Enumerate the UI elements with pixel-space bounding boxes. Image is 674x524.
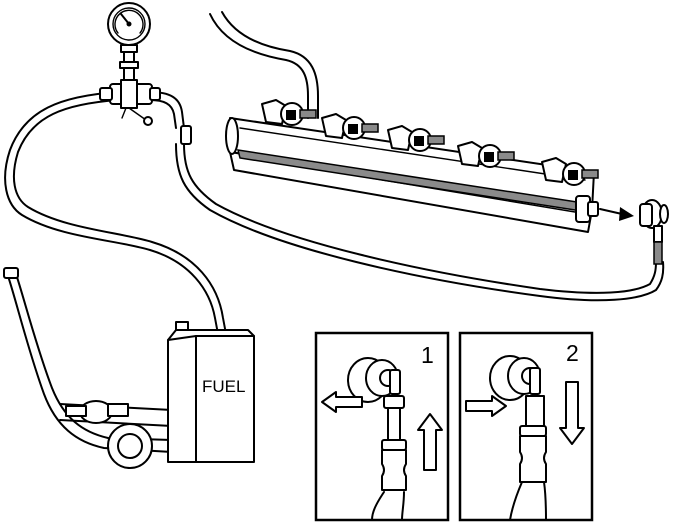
fuel-injector-icon [321,113,379,140]
step-number: 1 [421,342,434,368]
fuel-rail-icon [225,117,599,233]
supply-hose-top [209,11,319,119]
arrow-icon [321,391,363,413]
arrow-icon [417,413,443,471]
inset-step-2: 2 [458,331,594,522]
fuel-injector-icon [457,141,515,168]
fuel-injector-icon [387,125,445,152]
tank-label: FUEL [202,377,245,396]
hose-clamp [180,125,192,145]
arrow-icon [559,381,585,445]
arrow-icon [599,207,634,221]
fuel-cart-icon [3,267,173,469]
fuel-tank: FUEL [167,321,255,463]
arrow-icon [465,395,507,417]
pressure-gauge-icon [107,2,151,83]
fuel-injector-icon [541,157,599,186]
three-way-valve-icon [99,79,161,126]
fuel-injector-icon [261,99,317,126]
hose-gauge-to-tank [4,91,227,335]
inset-step-1: 1 [314,331,450,522]
step-number: 2 [566,340,579,366]
quick-connector-icon [639,199,669,265]
